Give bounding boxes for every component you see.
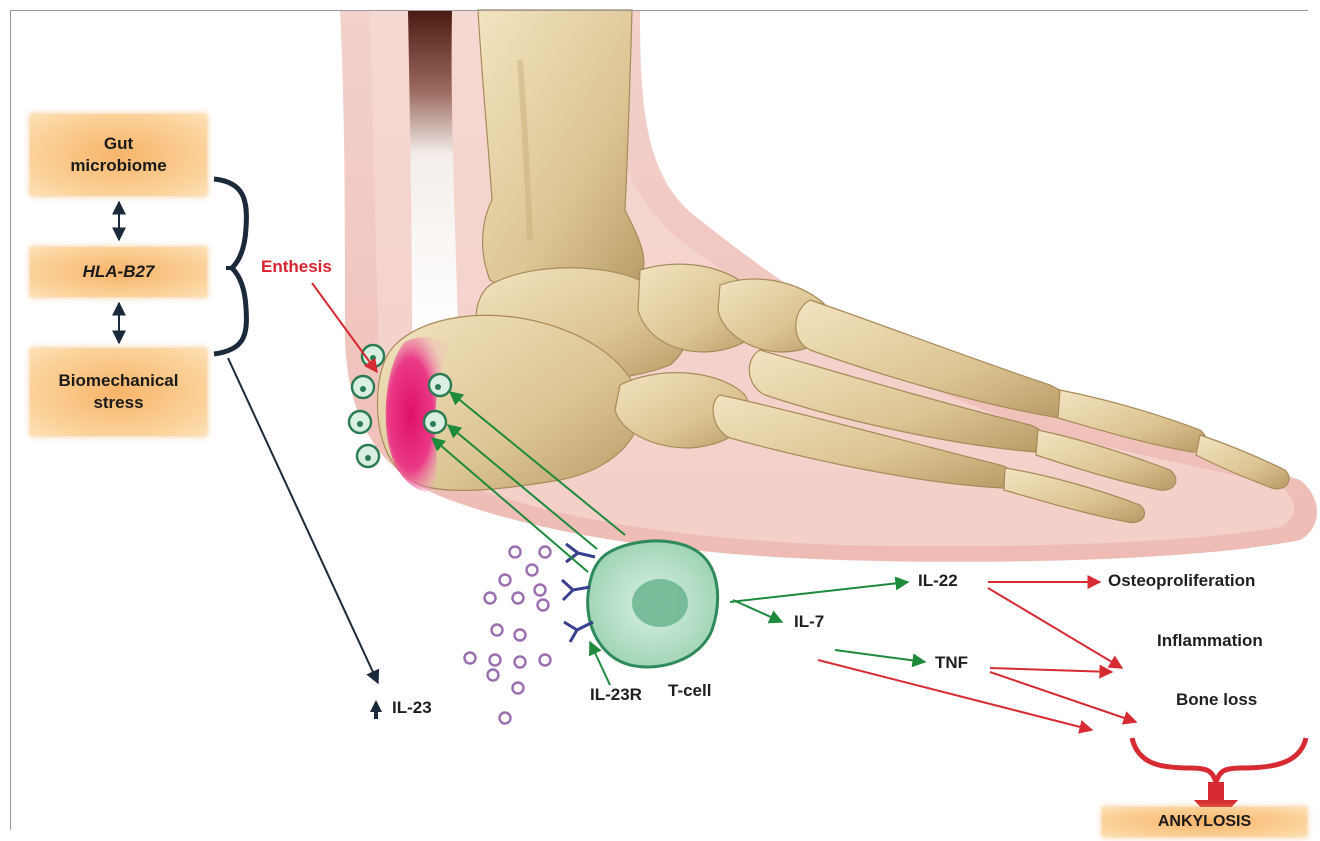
- biomechanical-stress-label: Biomechanical stress: [39, 370, 199, 414]
- ankylosis-label: ANKYLOSIS: [1158, 811, 1251, 833]
- il23r-label: IL-23R: [590, 685, 642, 705]
- gut-microbiome-label: Gut microbiome: [59, 133, 179, 177]
- il22-label: IL-22: [918, 571, 958, 591]
- ankylosis-box: ANKYLOSIS: [1102, 807, 1307, 837]
- tcell-label: T-cell: [668, 681, 711, 701]
- hla-b27-label: HLA-B27: [83, 261, 155, 283]
- gut-microbiome-box: Gut microbiome: [30, 114, 207, 196]
- il23-label: IL-23: [392, 698, 432, 718]
- hla-b27-box: HLA-B27: [30, 247, 207, 297]
- inflammation-label: Inflammation: [1157, 631, 1263, 651]
- il7-label: IL-7: [794, 612, 824, 632]
- osteoproliferation-label: Osteoproliferation: [1108, 571, 1255, 591]
- biomechanical-stress-box: Biomechanical stress: [30, 348, 207, 436]
- tnf-label: TNF: [935, 653, 968, 673]
- bone-loss-label: Bone loss: [1176, 690, 1257, 710]
- enthesis-label: Enthesis: [261, 257, 332, 277]
